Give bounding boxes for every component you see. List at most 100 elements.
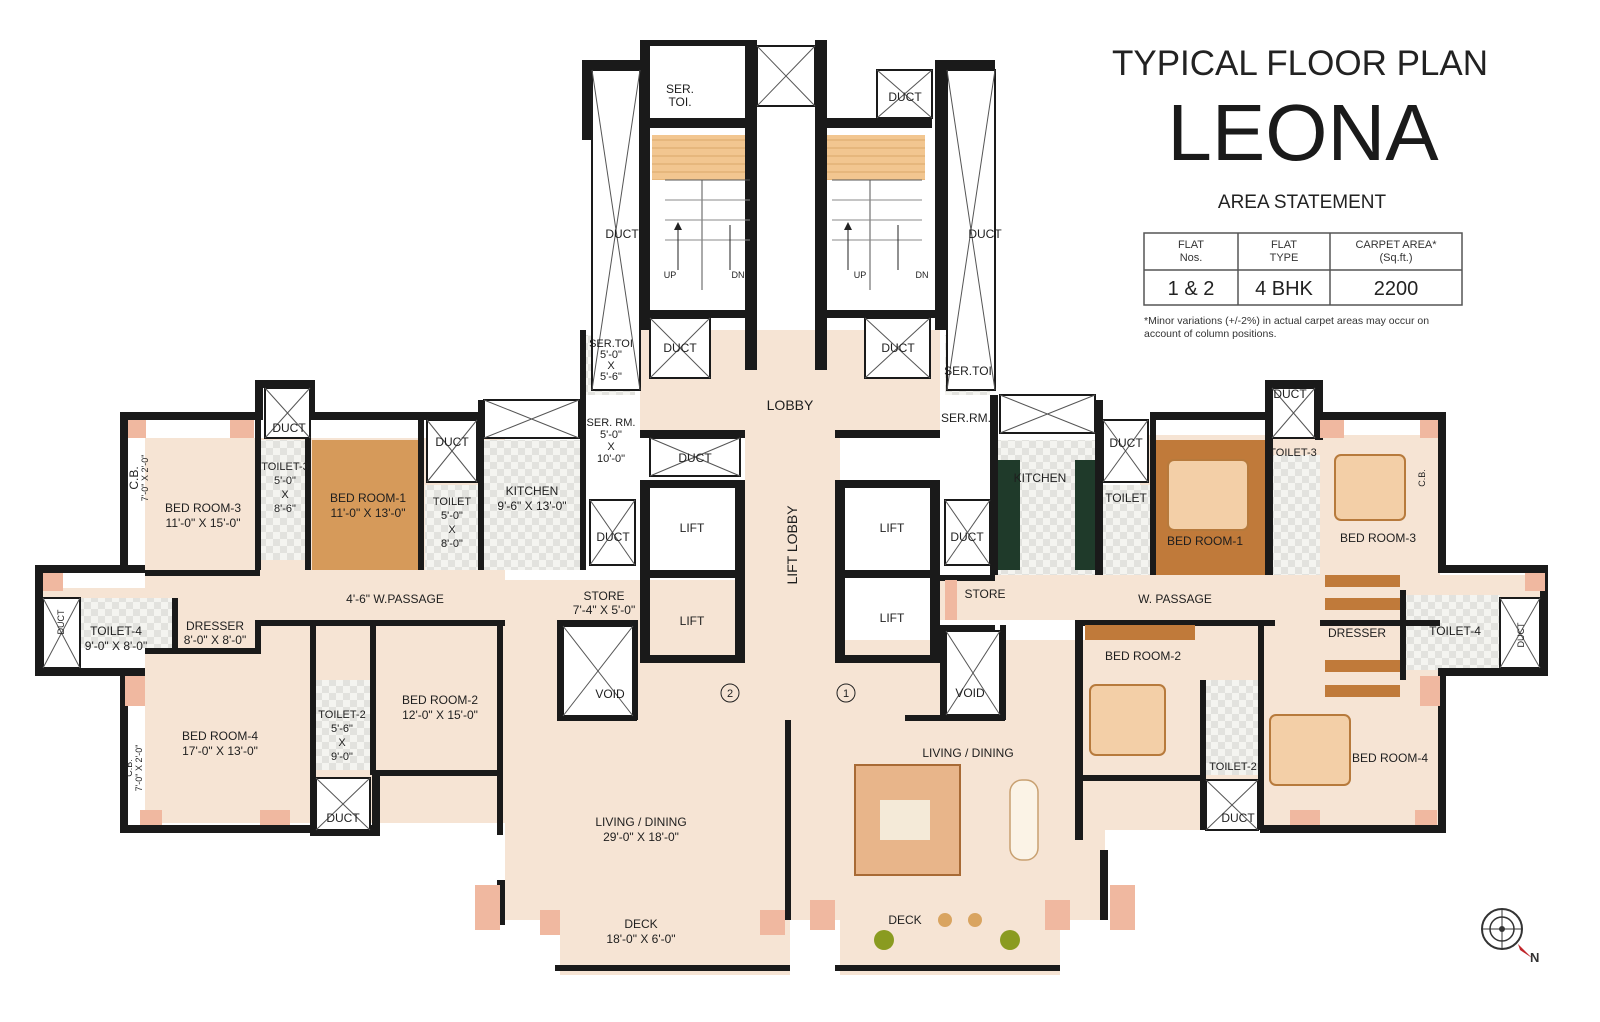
left-toilet3-name: TOILET-3	[261, 461, 308, 473]
left-toilet2-w: 5'-6"	[331, 723, 353, 735]
void-right: VOID	[955, 686, 985, 700]
stair-dn-left: DN	[732, 270, 745, 280]
left-serrm-name: SER. RM.	[587, 417, 636, 429]
left-serrm-h: 10'-0"	[597, 453, 625, 465]
th-carpet-area-2: (Sq.ft.)	[1379, 252, 1412, 264]
td-carpet-area: 2200	[1374, 278, 1419, 300]
left-deck-size: 18'-0" X 6'-0"	[606, 932, 675, 946]
stair-dn-right: DN	[916, 270, 929, 280]
project-name: LEONA	[1167, 88, 1439, 177]
stair-up-left: UP	[664, 270, 677, 280]
th-carpet-area-1: CARPET AREA*	[1355, 239, 1437, 251]
right-bed4: BED ROOM-4	[1352, 751, 1428, 765]
right-kitchen: KITCHEN	[1014, 471, 1067, 485]
left-bed4-size: 17'-0" X 13'-0"	[182, 744, 258, 758]
left-toilet-h: 8'-0"	[441, 538, 463, 550]
svg-text:SER.: SER.	[666, 82, 694, 96]
lift-r2: LIFT	[880, 611, 905, 625]
left-bed2-size: 12'-0" X 15'-0"	[402, 708, 478, 722]
duct-core-l: DUCT	[663, 341, 697, 355]
left-sertoi-x: X	[607, 360, 615, 372]
duct-right-2: DUCT	[1109, 436, 1143, 450]
left-store-size: 7'-4" X 5'-0"	[573, 603, 635, 617]
marker-1-text: 1	[843, 688, 849, 700]
duct-left-tall: DUCT	[605, 227, 639, 241]
walls	[35, 40, 1548, 971]
lift-lobby-label: LIFT LOBBY	[784, 505, 800, 585]
duct-core-mid: DUCT	[678, 451, 712, 465]
left-sertoi-name: SER.TOI	[589, 338, 633, 350]
left-bed1-size: 11'-0" X 13'-0"	[331, 506, 406, 520]
right-cb: C.B.	[1417, 469, 1427, 487]
compass-north: N	[1530, 950, 1539, 965]
compass-icon: N	[1481, 908, 1539, 965]
right-serrm: SER.RM.	[941, 411, 991, 425]
marker-2-text: 2	[727, 688, 733, 700]
left-cb2-size: 7'-0" X 2'-0"	[134, 745, 144, 792]
duct-right-bottom: DUCT	[1221, 811, 1255, 825]
marker-1	[836, 683, 856, 703]
right-bed1: BED ROOM-1	[1167, 534, 1243, 548]
ducts	[42, 45, 1541, 831]
area-statement-title: AREA STATEMENT	[1218, 192, 1387, 213]
lobby-label: LOBBY	[767, 397, 814, 413]
lift-l1: LIFT	[680, 521, 705, 535]
left-toilet-w: 5'-0"	[441, 510, 463, 522]
stair-up-right: UP	[854, 270, 867, 280]
left-toilet2-name: TOILET-2	[318, 709, 365, 721]
lift-r1: LIFT	[880, 521, 905, 535]
left-bed3-name: BED ROOM-3	[165, 501, 241, 515]
right-sertoi: SER.TOI	[944, 364, 992, 378]
furniture	[854, 454, 1406, 950]
right-deck: DECK	[888, 913, 921, 927]
left-kitchen-size: 9'-6" X 13'-0"	[497, 499, 566, 513]
plan-title: TYPICAL FLOOR PLAN	[1112, 44, 1488, 83]
right-dresser: DRESSER	[1328, 626, 1386, 640]
left-passage: 4'-6" W.PASSAGE	[346, 592, 444, 606]
ser-toi-core-l1: SER.	[666, 82, 694, 96]
left-bed4-name: BED ROOM-4	[182, 729, 258, 743]
td-flat-nos: 1 & 2	[1168, 278, 1215, 300]
note-line-1: *Minor variations (+/-2%) in actual carp…	[1144, 315, 1429, 327]
left-dresser-name: DRESSER	[186, 619, 244, 633]
left-store-name: STORE	[583, 589, 624, 603]
left-living-name: LIVING / DINING	[595, 815, 686, 829]
area-table: FLAT Nos. FLAT TYPE CARPET AREA* (Sq.ft.…	[1143, 232, 1463, 306]
left-living-size: 29'-0" X 18'-0"	[603, 830, 679, 844]
left-toilet4-name: TOILET-4	[90, 624, 142, 638]
room-labels: SER. TOI. DUCT DUCT DUCT UP DN UP DN DUC…	[56, 82, 1526, 946]
left-sertoi-h: 5'-6"	[600, 371, 622, 383]
note-line-2: account of column positions.	[1144, 328, 1277, 340]
title-block: TYPICAL FLOOR PLAN LEONA AREA STATEMENT …	[1112, 44, 1488, 340]
left-bed2-name: BED ROOM-2	[402, 693, 478, 707]
right-toilet3: TOILET-3	[1269, 447, 1316, 459]
td-flat-type: 4 BHK	[1255, 278, 1313, 300]
left-sertoi-w: 5'-0"	[600, 349, 622, 361]
duct-right-side: DUCT	[1516, 622, 1526, 647]
duct-left-top: DUCT	[272, 421, 306, 435]
duct-left-2: DUCT	[435, 435, 469, 449]
th-flat-nos-2: Nos.	[1180, 252, 1203, 264]
duct-left-side: DUCT	[56, 609, 66, 634]
duct-right-tall: DUCT	[968, 227, 1002, 241]
right-store: STORE	[964, 587, 1005, 601]
right-toilet2: TOILET-2	[1209, 761, 1256, 773]
left-toilet2-h: 9'-0"	[331, 751, 353, 763]
stairs	[665, 179, 922, 290]
left-toilet4-size: 9'-0" X 8'-0"	[85, 639, 147, 653]
right-bed2: BED ROOM-2	[1105, 649, 1181, 663]
th-flat-type-2: TYPE	[1270, 252, 1299, 264]
left-toilet3-x: X	[281, 489, 289, 501]
duct-core-top: DUCT	[888, 90, 922, 104]
lift-l2: LIFT	[680, 614, 705, 628]
left-toilet2-x: X	[338, 737, 346, 749]
right-toilet: TOILET	[1105, 491, 1147, 505]
left-serrm-w: 5'-0"	[600, 429, 622, 441]
duct-r-core-side: DUCT	[950, 530, 984, 544]
duct-right-top: DUCT	[1273, 387, 1307, 401]
right-bed3: BED ROOM-3	[1340, 531, 1416, 545]
left-bed1-name: BED ROOM-1	[330, 491, 406, 505]
left-serrm-x: X	[607, 441, 615, 453]
left-toilet-name: TOILET	[433, 496, 472, 508]
